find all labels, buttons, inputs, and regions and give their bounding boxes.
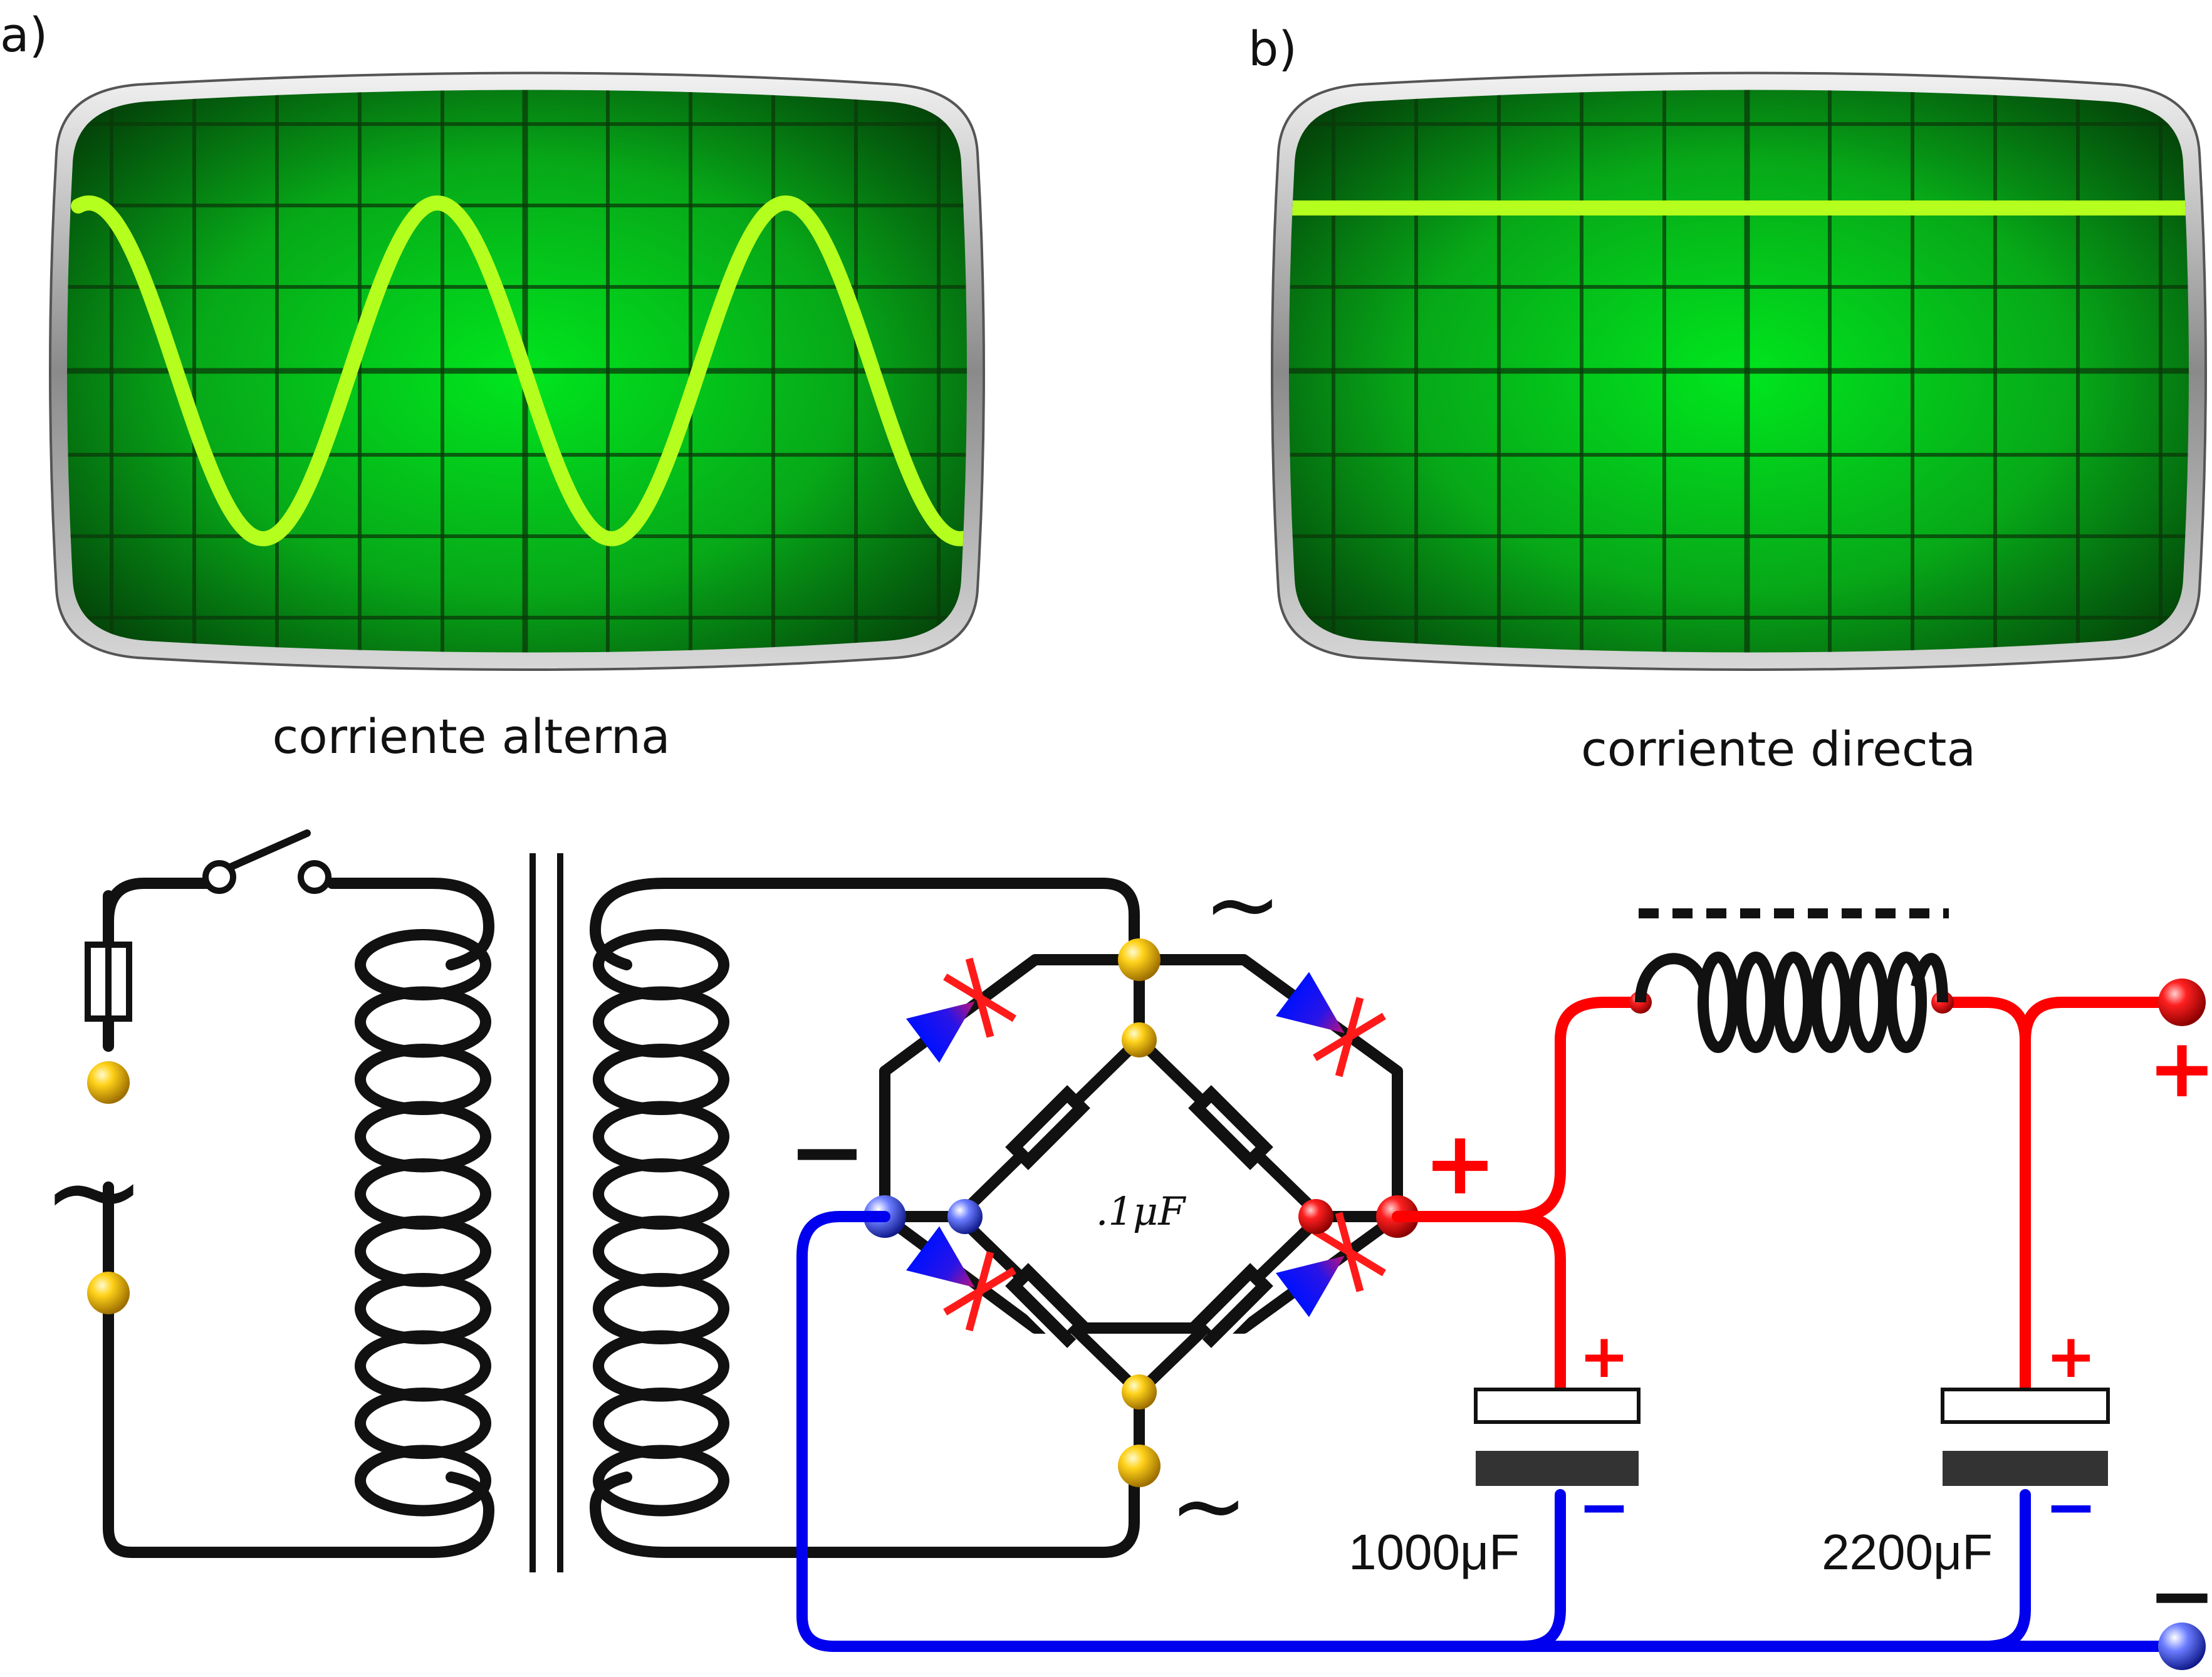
oscilloscope-b [1271, 71, 2207, 671]
power-switch [202, 829, 331, 894]
primary-coil [355, 929, 492, 1517]
diamond-node-right [1298, 1199, 1333, 1234]
positive-rail: + [1392, 979, 2212, 1395]
transformer-core [530, 853, 563, 1572]
secondary-circuit [590, 878, 1140, 1558]
cap1-minus-label: − [1578, 1470, 1630, 1544]
ac-input-terminal-bottom [87, 1272, 130, 1314]
caption-alternating: corriente alterna [272, 709, 670, 764]
bridge-ac-node-bottom [1118, 1445, 1161, 1487]
primary-circuit: ~ [41, 829, 494, 1558]
bridge-ac-symbol-bottom: ~ [1169, 1451, 1248, 1560]
cap1-value-label: 1000μF [1349, 1524, 1520, 1580]
diamond-node-top [1122, 1022, 1157, 1057]
panel-b-label: b) [1248, 21, 1297, 76]
caption-direct: corriente directa [1581, 721, 1976, 777]
output-plus-label: + [2148, 1020, 2212, 1116]
filter-capacitor-1: + − 1000μF [1349, 1321, 1641, 1580]
bridge-rectifier: ~ ~ − + .1μF [788, 850, 1497, 1560]
bridge-capacitance-label: .1μF [1096, 1188, 1186, 1234]
inductor [1635, 908, 1949, 1053]
ac-input-terminal-top [87, 1061, 130, 1104]
filter-capacitor-2: + − 2200μF [1822, 1321, 2110, 1580]
bridge-minus-label: − [788, 1098, 867, 1207]
ac-input-symbol: ~ [41, 1118, 147, 1264]
cap1-plus-label: + [1579, 1321, 1629, 1391]
bridge-plus-label: + [1423, 1113, 1496, 1215]
oscilloscope-a [49, 71, 985, 671]
output-minus-label: − [2148, 1548, 2212, 1643]
negative-rail: − [796, 1211, 2212, 1670]
secondary-coil [593, 929, 730, 1517]
diamond-node-left [947, 1199, 983, 1234]
bridge-ac-node-top [1118, 938, 1161, 981]
cap2-plus-label: + [2046, 1321, 2096, 1391]
diamond-node-bottom [1122, 1374, 1157, 1410]
cap2-value-label: 2200μF [1822, 1524, 1993, 1580]
bridge-ac-symbol-top: ~ [1203, 850, 1282, 959]
cap2-minus-label: − [2045, 1470, 2097, 1544]
inductor-coil [1635, 952, 1948, 1053]
output-negative-terminal [2158, 1622, 2206, 1670]
sine-trace [71, 195, 967, 547]
panel-a-label: a) [0, 7, 48, 63]
output-positive-terminal [2158, 979, 2206, 1026]
